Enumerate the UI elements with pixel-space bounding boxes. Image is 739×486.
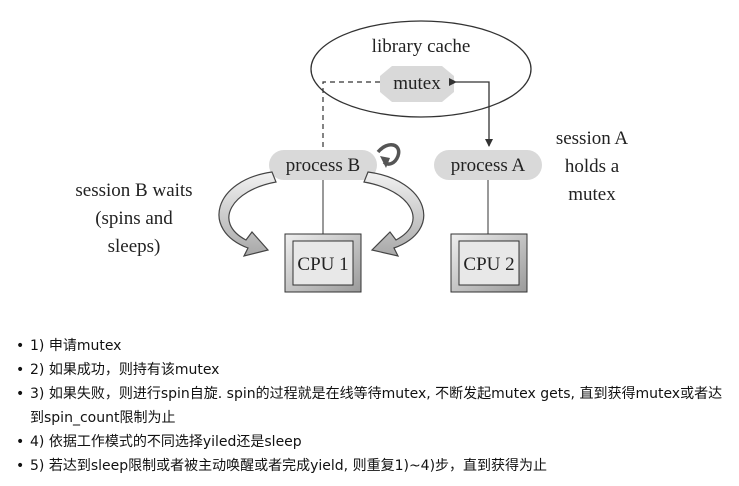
cpu1-label: CPU 1 bbox=[297, 254, 348, 275]
process-b-label: process B bbox=[286, 155, 360, 176]
left-spin-curved-arrow bbox=[218, 171, 277, 257]
mutex-diagram: library cache mutex process B process A … bbox=[75, 20, 629, 293]
session-a-line-3: mutex bbox=[568, 184, 616, 205]
right-spin-curved-arrow bbox=[363, 171, 425, 257]
cpu2-label: CPU 2 bbox=[463, 254, 514, 275]
step-item: 1) 申请mutex bbox=[14, 334, 729, 358]
step-item: 4) 依据工作模式的不同选择yiled还是sleep bbox=[14, 430, 729, 454]
process-a-label: process A bbox=[451, 155, 526, 176]
session-b-line-2: (spins and bbox=[95, 208, 173, 229]
process-a-hold-arrow bbox=[449, 78, 493, 147]
session-a-line-2: holds a bbox=[565, 156, 620, 177]
process-b-dashed-link bbox=[322, 81, 380, 148]
cpu2-box: CPU 2 bbox=[450, 233, 528, 293]
mutex-node bbox=[380, 66, 454, 102]
session-b-line-1: session B waits bbox=[75, 180, 192, 201]
step-item: 3) 如果失败，则进行spin自旋. spin的过程就是在线等待mutex, 不… bbox=[14, 382, 729, 430]
library-cache-label: library cache bbox=[372, 36, 471, 57]
spin-arrow-icon bbox=[376, 143, 401, 166]
mutex-label: mutex bbox=[393, 73, 441, 94]
process-a-node bbox=[434, 150, 542, 180]
session-b-line-3: sleeps) bbox=[108, 236, 161, 257]
session-a-line-1: session A bbox=[556, 128, 629, 149]
process-b-node bbox=[269, 150, 377, 180]
steps-list: 1) 申请mutex 2) 如果成功，则持有该mutex 3) 如果失败，则进行… bbox=[14, 334, 729, 478]
step-item: 5) 若达到sleep限制或者被主动唤醒或者完成yield, 则重复1)~4)步… bbox=[14, 454, 729, 478]
step-item: 2) 如果成功，则持有该mutex bbox=[14, 358, 729, 382]
cpu1-box: CPU 1 bbox=[284, 233, 362, 293]
